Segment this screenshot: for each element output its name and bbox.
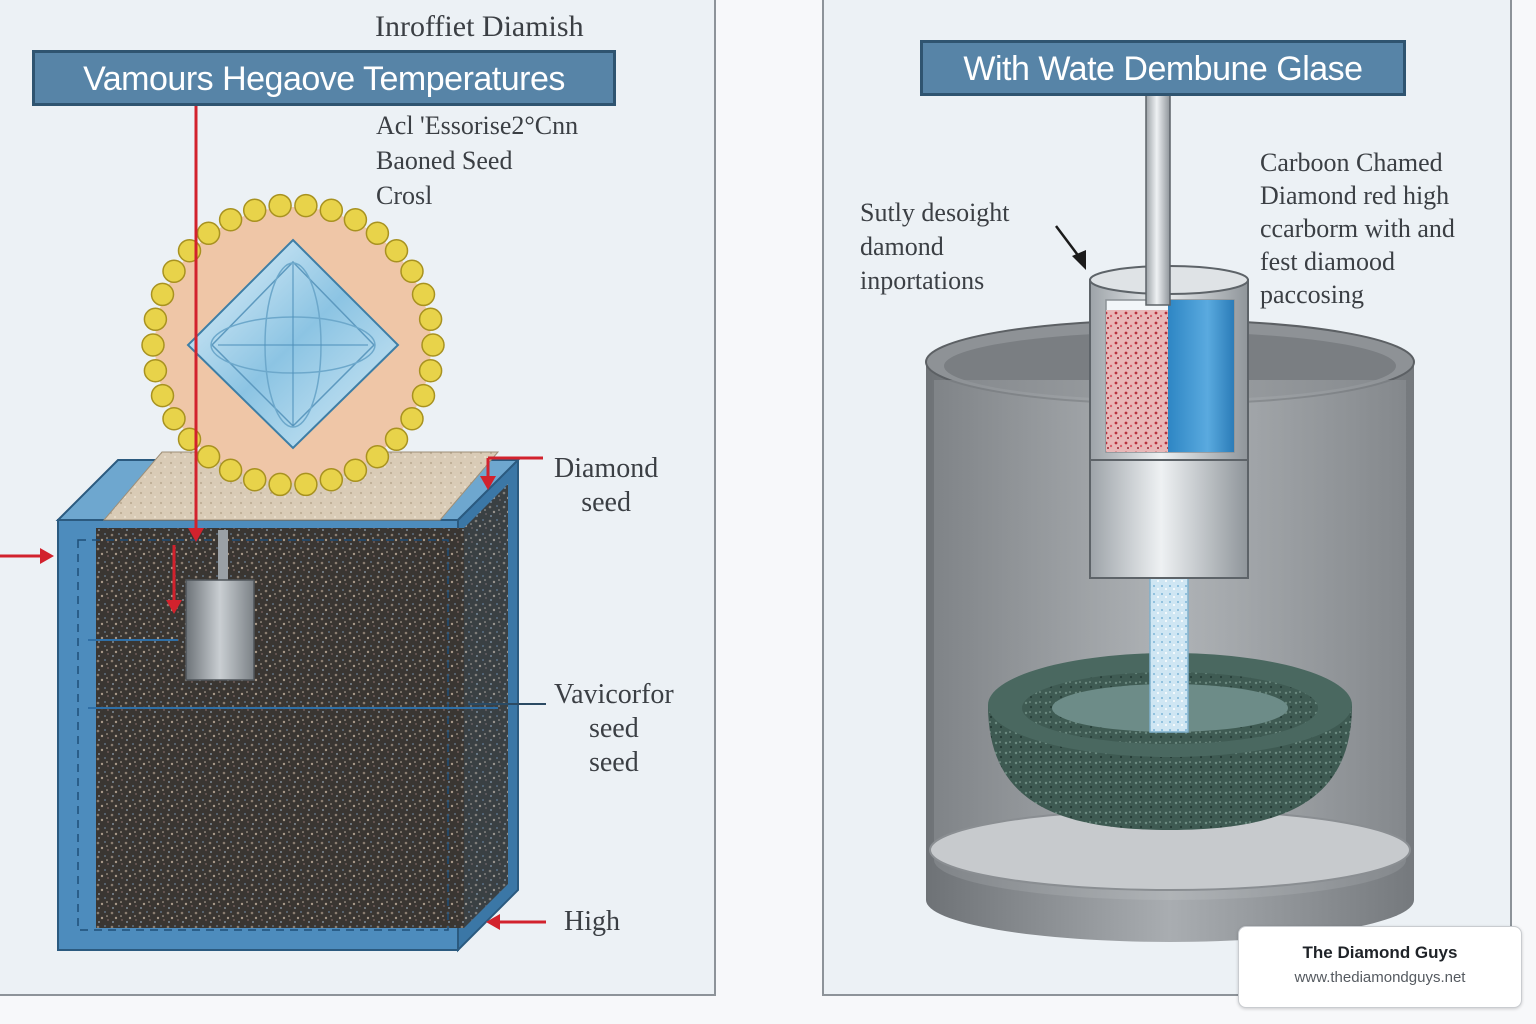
- gold-bead: [384, 427, 409, 452]
- growth-vessel: [55, 457, 521, 953]
- label-diamond-seed: Diamond seed: [554, 453, 659, 518]
- gold-bead: [400, 406, 424, 431]
- gold-bead: [411, 282, 436, 307]
- gold-bead: [268, 472, 292, 497]
- carbon-source: [1106, 310, 1168, 452]
- gold-bead: [218, 458, 243, 483]
- gold-beads: [141, 193, 445, 497]
- gold-bead: [143, 307, 168, 332]
- left-diagram-art: [0, 102, 546, 953]
- seed-note: Acl 'Essorise2°Cnn Baoned Seed Crosl: [376, 111, 579, 210]
- gold-bead: [162, 259, 186, 284]
- gold-bead: [218, 207, 243, 232]
- gold-bead: [365, 221, 390, 246]
- brand-badge[interactable]: The Diamond Guys www.thediamondguys.net: [1238, 926, 1522, 1008]
- brand-url[interactable]: www.thediamondguys.net: [1294, 969, 1466, 986]
- gold-bead: [141, 333, 165, 357]
- gold-bead: [384, 238, 409, 263]
- gold-bead: [418, 307, 443, 332]
- gold-bead: [421, 333, 445, 357]
- gold-bead: [143, 358, 168, 383]
- gold-bead: [294, 472, 318, 497]
- gold-bead: [365, 444, 390, 469]
- water-solvent: [1168, 300, 1234, 452]
- label-diamond-inportations: Sutly desoight damond inportations: [860, 198, 1010, 295]
- diamond-seed-disk: [141, 193, 445, 497]
- feed-rod: [1145, 94, 1171, 306]
- right-diagram-art: [925, 94, 1415, 942]
- gold-bead: [319, 198, 344, 223]
- gold-bead: [418, 358, 443, 383]
- gold-bead: [343, 207, 368, 232]
- right-diagram-panel: With Wate Dembune Glase Sutly desoight d…: [822, 0, 1512, 996]
- label-vavicorfor-seed: Vavicorfor seed seed: [554, 679, 674, 778]
- red-indicators: [0, 102, 546, 930]
- gold-bead: [150, 383, 175, 408]
- gold-bead: [294, 193, 318, 218]
- gold-bead: [319, 467, 344, 492]
- reaction-cell: [1089, 265, 1249, 579]
- gold-bead: [150, 282, 175, 307]
- banner-left: Vamours Hegaove Temperatures: [32, 50, 616, 106]
- gold-bead: [242, 198, 267, 223]
- label-carbon-chamed: Carboon Chamed Diamond red high ccarborm…: [1260, 148, 1455, 309]
- gold-bead: [196, 444, 221, 469]
- top-label: Inroffiet Diamish: [375, 10, 584, 43]
- banner-right: With Wate Dembune Glase: [920, 40, 1406, 96]
- gold-bead: [242, 467, 267, 492]
- pointer-arrow: [1055, 225, 1086, 270]
- brand-name: The Diamond Guys: [1302, 943, 1458, 962]
- left-diagram-panel: Inroffiet Diamish Vamours Hegaove Temper…: [0, 0, 716, 996]
- seed-holder: [185, 530, 255, 681]
- gold-bead: [162, 406, 186, 431]
- gold-bead: [196, 221, 221, 246]
- gold-bead: [400, 259, 424, 284]
- gold-bead: [268, 193, 292, 218]
- label-high: High: [564, 906, 620, 937]
- gold-bead: [343, 458, 368, 483]
- gold-bead: [411, 383, 436, 408]
